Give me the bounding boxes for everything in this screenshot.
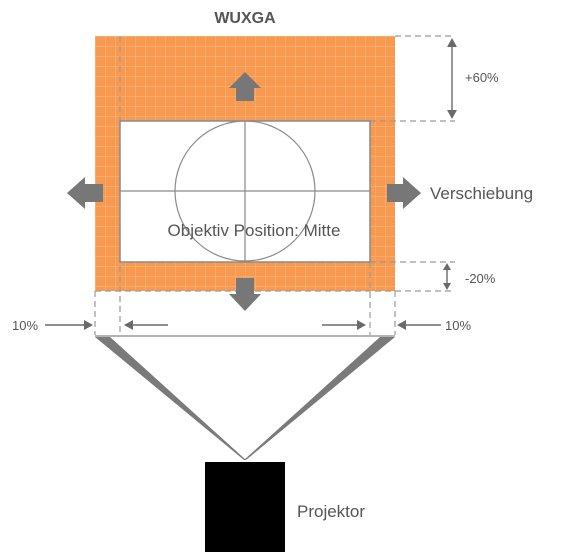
side-right-label: 10% (445, 318, 471, 333)
inner-right-arrow (322, 320, 366, 330)
shift-up-dimension (447, 38, 457, 119)
projector-label: Projektor (297, 502, 365, 521)
arrow-down-icon (229, 278, 261, 311)
diagram-title: WUXGA (214, 10, 276, 27)
inner-left-arrow (124, 320, 168, 330)
shift-label: Verschiebung (430, 184, 533, 203)
arrow-up-icon (229, 72, 261, 101)
side-right-arrow (397, 320, 441, 330)
projector-icon (205, 462, 285, 552)
arrow-left-icon (67, 177, 103, 209)
projection-cone (95, 337, 395, 460)
arrow-right-icon (387, 177, 421, 209)
side-left-arrow (45, 320, 93, 330)
side-left-label: 10% (12, 318, 38, 333)
lens-position-label: Objektiv Position: Mitte (168, 221, 341, 240)
shift-down-dimension (443, 263, 451, 290)
shift-down-label: -20% (465, 271, 496, 286)
shift-up-label: +60% (465, 70, 499, 85)
screen (119, 120, 371, 263)
